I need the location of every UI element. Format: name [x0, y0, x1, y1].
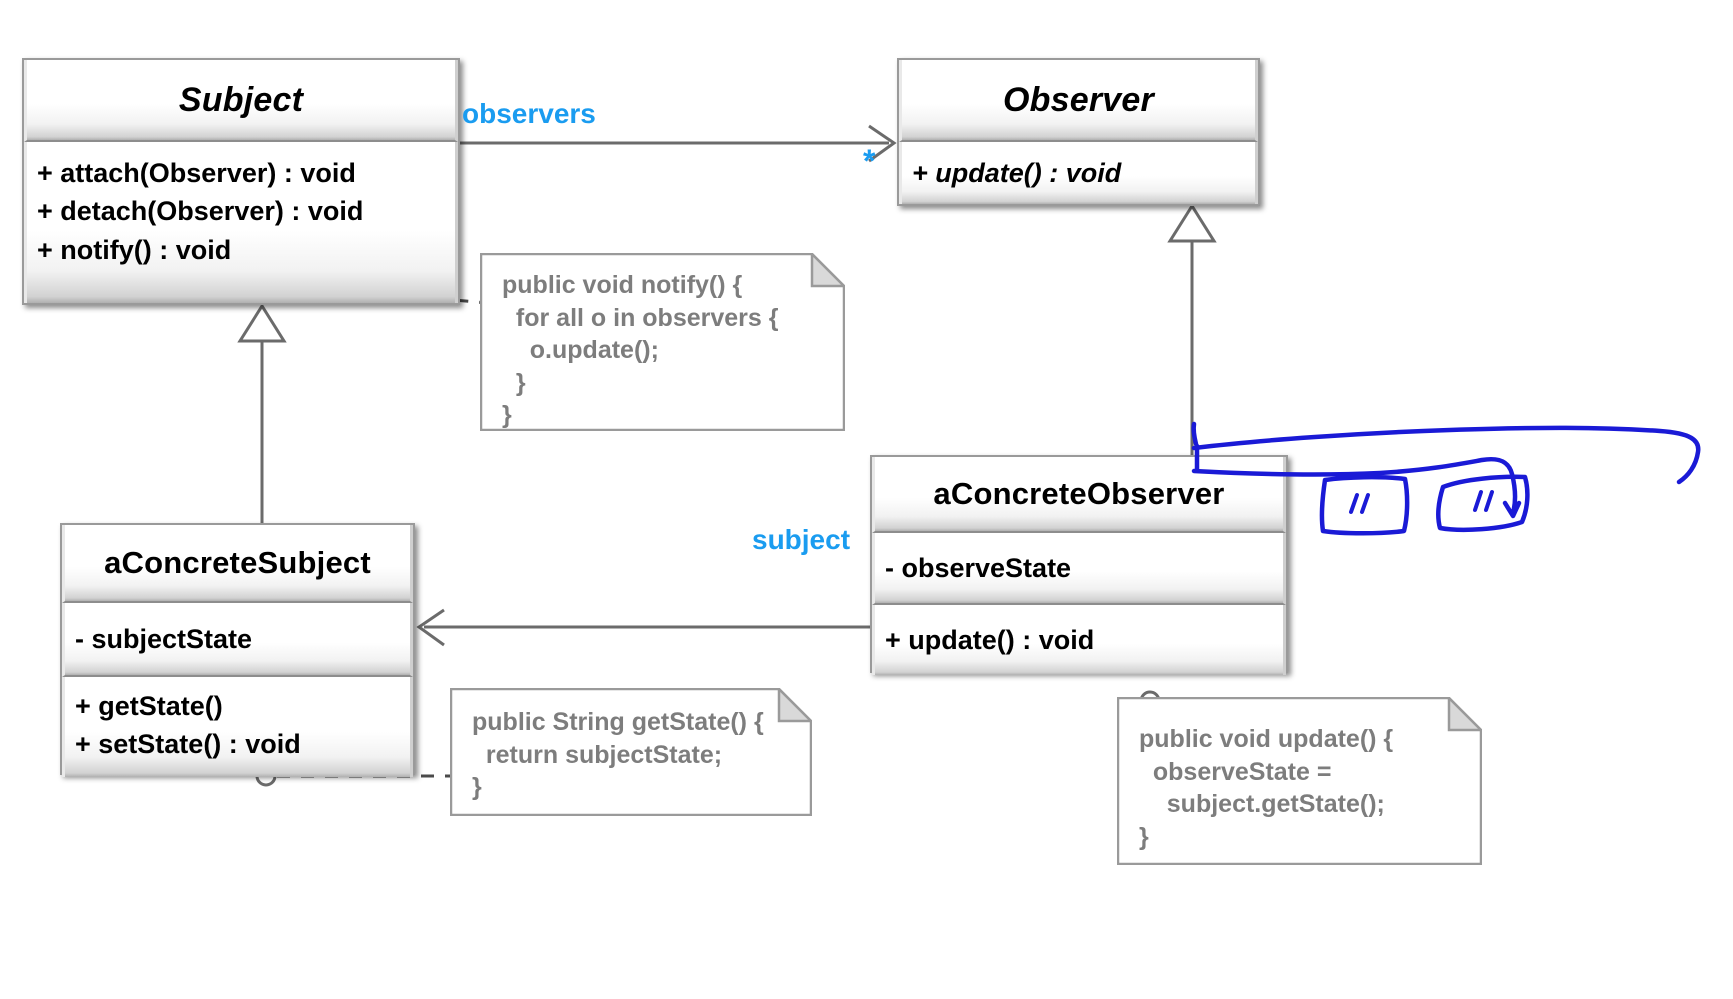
arrowhead-subject: [416, 608, 445, 647]
concrete-observer-class-name: aConcreteObserver: [933, 476, 1225, 511]
concrete-observer-attribute-observestate: - observeState: [885, 552, 1072, 583]
class-box-concrete-subject[interactable]: aConcreteSubject - subjectState + getSta…: [60, 523, 415, 777]
note-getstate[interactable]: public String getState() { return subjec…: [450, 688, 812, 816]
concrete-subject-operation-setstate: + setState() : void: [75, 729, 301, 760]
subject-operation-attach: + attach(Observer) : void: [37, 158, 356, 188]
generalization-triangle-observer: [1167, 203, 1217, 243]
note-notify-shape: [480, 253, 845, 431]
annotation-box-2: [1436, 474, 1530, 533]
subject-operations-compartment: + attach(Observer) : void + detach(Obser…: [24, 142, 458, 303]
label-observers: observers: [462, 98, 596, 129]
class-box-subject[interactable]: Subject + attach(Observer) : void + deta…: [22, 58, 460, 305]
concrete-observer-attributes-compartment: - observeState: [872, 533, 1286, 605]
observer-title-compartment: Observer: [899, 60, 1258, 142]
note-update-shape: [1117, 697, 1482, 865]
concrete-subject-attribute-subjectstate: - subjectState: [75, 623, 253, 654]
note-getstate-shape: [450, 688, 812, 816]
concrete-observer-operation-update: + update() : void: [885, 624, 1095, 655]
note-notify[interactable]: public void notify() { for all o in obse…: [480, 253, 845, 431]
concrete-subject-operations-compartment: + getState() + setState() : void: [62, 677, 413, 777]
note-getstate-text: public String getState() { return subjec…: [472, 708, 764, 801]
concrete-subject-class-name: aConcreteSubject: [104, 545, 371, 580]
annotation-hook: [1191, 421, 1199, 447]
annotation-box-1: [1319, 474, 1410, 536]
generalization-triangle-subject: [237, 303, 287, 343]
subject-operation-detach: + detach(Observer) : void: [37, 196, 364, 227]
class-box-observer[interactable]: Observer + update() : void: [897, 58, 1260, 206]
subject-operation-notify: + notify() : void: [37, 234, 232, 265]
note-notify-text: public void notify() { for all o in obse…: [502, 271, 779, 429]
concrete-subject-attributes-compartment: - subjectState: [62, 603, 413, 677]
note-update-text: public void update() { observeState = su…: [1139, 725, 1394, 851]
annotation-mark-1-icon: [1349, 493, 1370, 514]
concrete-observer-operations-compartment: + update() : void: [872, 605, 1286, 675]
note-update[interactable]: public void update() { observeState = su…: [1117, 697, 1482, 865]
class-box-concrete-observer[interactable]: aConcreteObserver - observeState + updat…: [870, 455, 1288, 675]
annotation-stroke-upper: [1191, 425, 1701, 485]
concrete-subject-title-compartment: aConcreteSubject: [62, 525, 413, 603]
arrowhead-observers: [868, 124, 897, 163]
concrete-observer-title-compartment: aConcreteObserver: [872, 457, 1286, 533]
subject-title-compartment: Subject: [24, 60, 458, 142]
label-subject: subject: [752, 524, 851, 555]
observer-operations-compartment: + update() : void: [899, 142, 1258, 204]
annotation-mark-2-icon: [1473, 490, 1494, 512]
subject-class-name: Subject: [178, 80, 304, 119]
concrete-subject-operation-getstate: + getState(): [75, 691, 223, 721]
observer-operation-update: + update() : void: [912, 157, 1122, 188]
label-observers-multiplicity: *: [863, 143, 876, 179]
observer-class-name: Observer: [1003, 80, 1154, 119]
annotation-arrow-tip: [1502, 500, 1522, 519]
